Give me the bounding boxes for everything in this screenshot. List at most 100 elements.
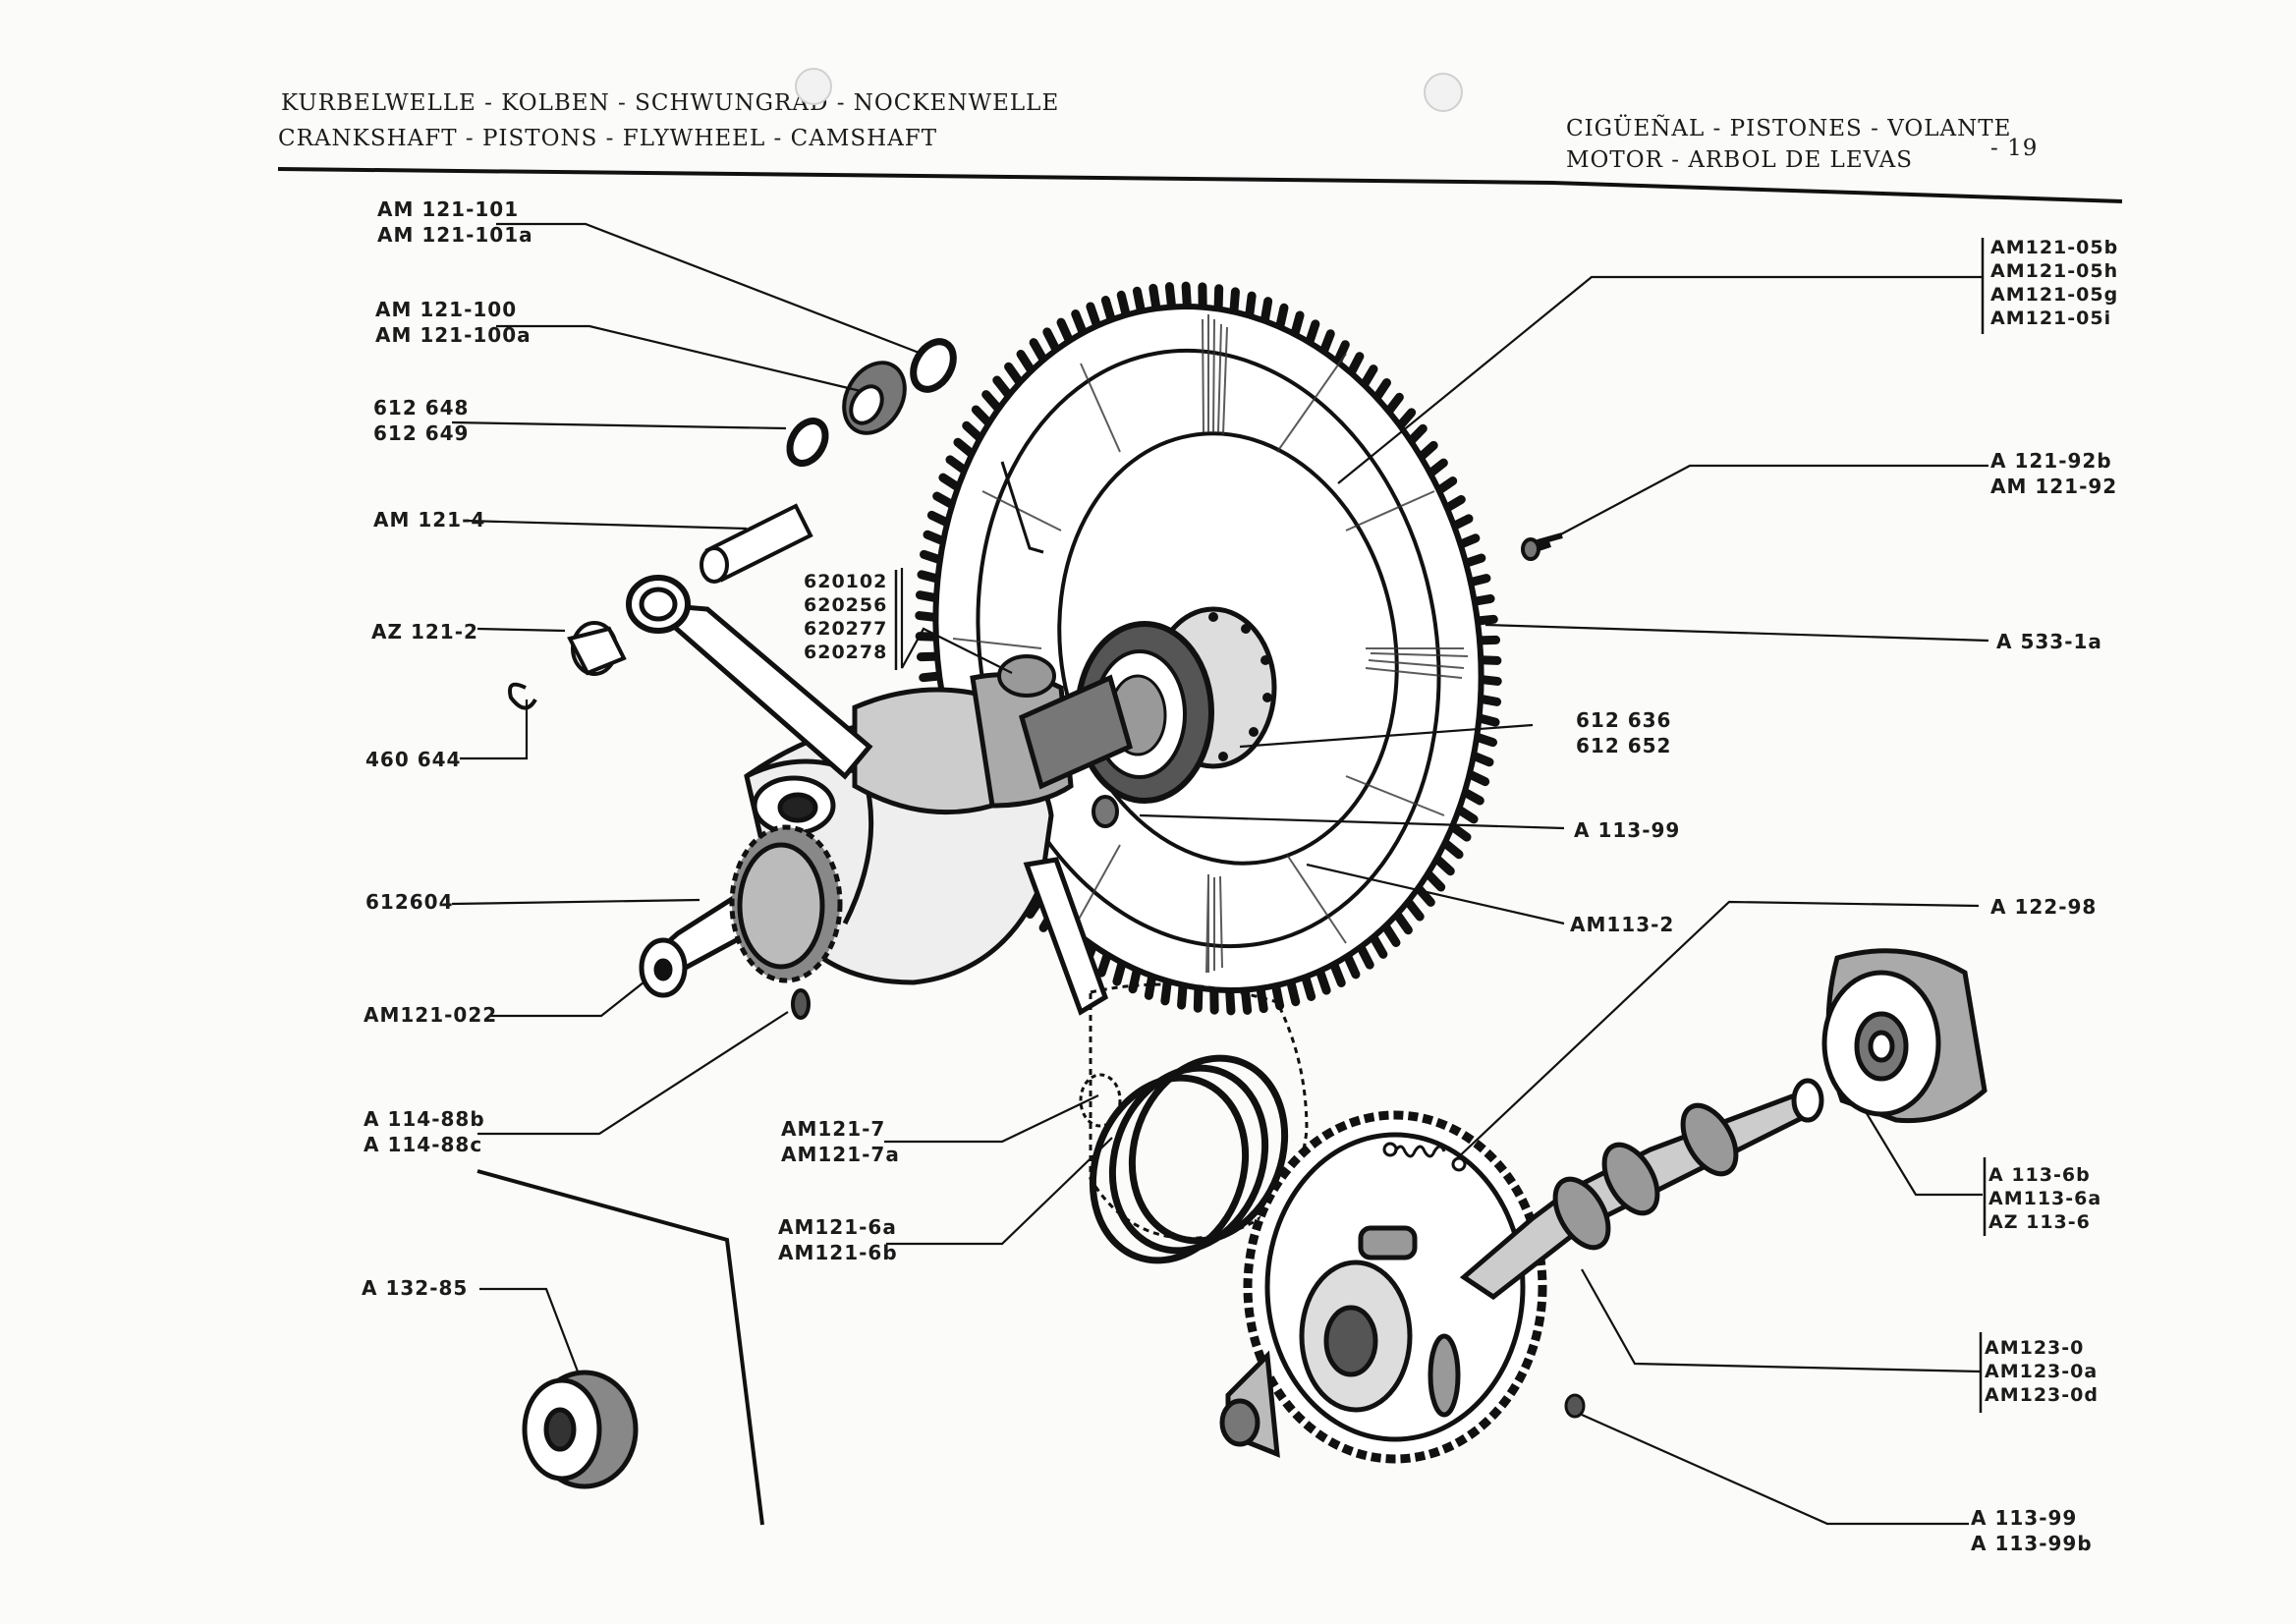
gear-tooth (1096, 949, 1112, 978)
gear-tooth (1329, 959, 1346, 987)
callout-am123-0: AM123-0 AM123-0a AM123-0d (1985, 1336, 2099, 1407)
gear-tooth (1029, 338, 1048, 364)
gear-tooth (1016, 349, 1036, 375)
callout-line: A 113-99 (1971, 1506, 2078, 1530)
title-english: CRANKSHAFT - PISTONS - FLYWHEEL - CAMSHA… (278, 126, 938, 151)
gear-tooth (962, 420, 985, 443)
gear-tooth (1346, 352, 1365, 378)
title-german: KURBELWELLE - KOLBEN - SCHWUNGRAD - NOCK… (281, 90, 1060, 116)
callout-line: 620278 (804, 642, 888, 663)
leader-lines (451, 222, 1989, 1526)
callout-a113-99b: A 113-99 A 113-99b (1971, 1505, 2093, 1556)
gear-tooth (1225, 985, 1236, 1016)
separator-line (476, 1169, 764, 1526)
callout-line: A 121-92b (1990, 449, 2112, 473)
gear-tooth (1315, 966, 1331, 995)
gear-tooth (1286, 977, 1301, 1007)
callout-line: AM 121-100 (375, 298, 518, 321)
callout-line: AM 121-101 (377, 197, 520, 221)
callout-line: AM121-05g (1990, 284, 2119, 306)
gear-tooth (1275, 303, 1289, 332)
gear-tooth (1392, 910, 1413, 935)
header-rule (277, 167, 2123, 203)
callout-am121-022: AM121-022 (364, 1002, 497, 1028)
callout-am121-05b: AM121-05b AM121-05h AM121-05g AM121-05i (1990, 236, 2118, 330)
gear-tooth (1086, 302, 1102, 331)
gear-tooth (1144, 971, 1157, 1000)
bearing-shell (997, 654, 1056, 698)
callout-612604: 612604 (365, 889, 454, 915)
callout-line: 612 649 (373, 421, 470, 445)
gear-tooth (1116, 290, 1131, 320)
gear-tooth (1359, 364, 1378, 390)
callout-line: A 113-99b (1971, 1532, 2093, 1555)
callout-line: AM121-6b (778, 1241, 898, 1264)
gear-tooth (1100, 296, 1116, 325)
connecting-rod (626, 575, 1109, 1016)
crankshaft (639, 672, 1134, 998)
gear-tooth (1042, 327, 1061, 355)
callout-line: AM123-0d (1985, 1384, 2099, 1406)
callout-am121-7: AM121-7 AM121-7a (781, 1116, 900, 1167)
callout-line: A 114-88b (364, 1107, 485, 1131)
callout-line: AM121-7 (781, 1117, 886, 1141)
gear-tooth (1004, 362, 1025, 387)
callout-line: 612604 (365, 890, 454, 914)
pulley-132-85 (522, 1370, 639, 1489)
callout-line: AM121-05i (1990, 308, 2112, 329)
callout-am121-4: AM 121-4 (373, 507, 485, 532)
gear-tooth (1056, 317, 1075, 346)
callout-line: 620102 (804, 571, 888, 592)
gear-tooth (1423, 868, 1446, 892)
callout-line: AM121-022 (364, 1003, 498, 1027)
callout-line: AZ 121-2 (371, 620, 478, 644)
nut-113-99 (1564, 1393, 1586, 1419)
gear-tooth (1193, 982, 1204, 1013)
callout-line: AM 121-100a (375, 323, 532, 347)
piston (1079, 982, 1309, 1240)
callout-line: 612 648 (373, 396, 470, 420)
gear-tooth (1177, 980, 1188, 1010)
callout-am113-2: AM113-2 (1570, 912, 1674, 937)
gear-tooth (1229, 287, 1240, 316)
callout-612636: 612 636 612 652 (1576, 707, 1671, 758)
callout-line: A 114-88c (364, 1133, 483, 1156)
callout-line: AM 121-92 (1990, 475, 2118, 498)
callout-line: A 533-1a (1996, 630, 2102, 653)
gear-tooth (1342, 951, 1361, 980)
callout-line: AM121-05b (1990, 237, 2119, 258)
callout-line: AZ 113-6 (1988, 1211, 2091, 1233)
callout-line: AM113-2 (1570, 913, 1675, 936)
gear-tooth (992, 375, 1014, 400)
gear-tooth (1431, 854, 1455, 876)
washer-612648 (786, 418, 829, 467)
callout-a114-88b: A 114-88b A 114-88c (364, 1106, 485, 1157)
gear-tooth (1213, 284, 1224, 314)
callout-a113-6b: A 113-6b AM113-6a AZ 113-6 (1988, 1163, 2101, 1234)
gear-tooth (1440, 838, 1464, 860)
gear-tooth (1403, 897, 1425, 922)
bearing-shells-line (1000, 461, 1044, 554)
callout-line: AM121-7a (781, 1143, 900, 1166)
callout-line: AM113-6a (1988, 1188, 2102, 1209)
plug-113-99 (1092, 795, 1119, 828)
callout-a533-1a: A 533-1a (1996, 629, 2102, 654)
gear-tooth (1332, 340, 1350, 366)
callout-line: A 122-98 (1990, 895, 2098, 919)
punch-hole-left (795, 68, 832, 105)
gear-tooth (1369, 932, 1388, 959)
callout-a121-92b: A 121-92b AM 121-92 (1990, 448, 2117, 499)
circlip (508, 682, 537, 710)
punch-hole-right (1424, 73, 1463, 112)
gear-tooth (1305, 319, 1320, 348)
callout-460644: 460 644 (365, 747, 461, 772)
callout-a113-99: A 113-99 (1574, 817, 1680, 843)
callout-line: AM121-6a (778, 1215, 897, 1239)
gear-tooth (971, 405, 994, 428)
camshaft-assembly (1219, 1078, 1824, 1464)
gear-tooth (1318, 329, 1335, 357)
callout-am121-100: AM 121-100 AM 121-100a (375, 297, 532, 348)
callout-a132-85: A 132-85 (362, 1275, 468, 1301)
title-spanish-line-2: MOTOR - ARBOL DE LEVAS (1566, 147, 1914, 173)
